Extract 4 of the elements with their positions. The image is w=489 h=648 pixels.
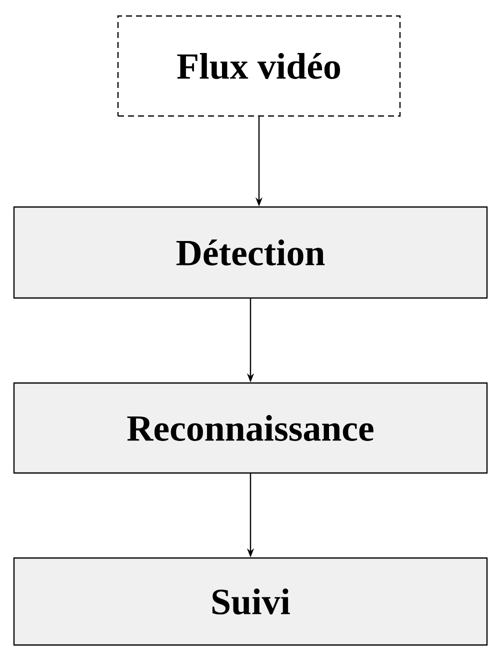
process-box: Détection (13, 206, 488, 299)
input-box: Flux vidéo (117, 15, 401, 117)
process-box: Reconnaissance (13, 382, 488, 474)
process-box: Suivi (13, 557, 488, 646)
